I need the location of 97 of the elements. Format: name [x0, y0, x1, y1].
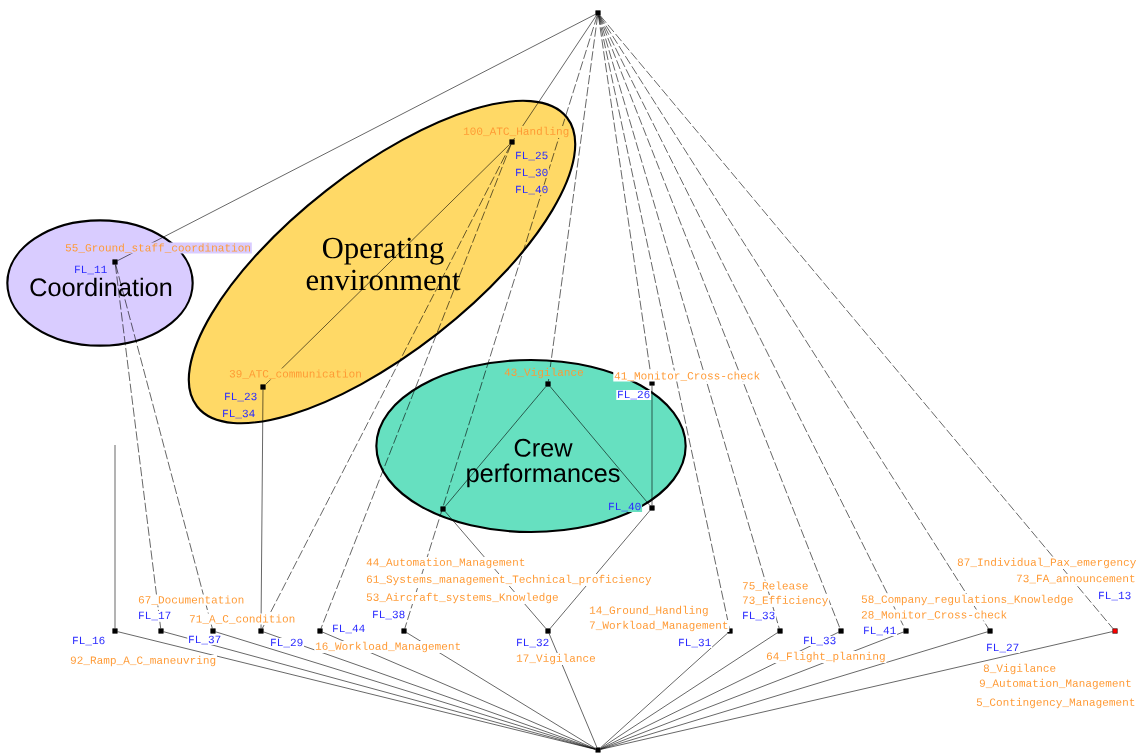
connector-line: [600, 631, 1113, 750]
point-label: 9_Automation_Management: [978, 678, 1133, 690]
point-label: FL_31: [677, 637, 713, 649]
point-marker: [1112, 628, 1118, 634]
point-label: FL_16: [71, 635, 107, 647]
point-label: FL_40: [514, 184, 550, 196]
point-marker: [210, 628, 216, 634]
point-label: 39_ATC_communication: [228, 368, 363, 380]
connector-line: [651, 385, 653, 506]
point-marker: [545, 628, 551, 634]
point-label: FL_40: [607, 501, 643, 513]
point-label: 58_Company_regulations_Knowledge: [860, 594, 1075, 606]
point-label: 73_FA_announcement: [1015, 573, 1137, 585]
connector-line: [322, 631, 596, 750]
connector-line: [320, 144, 512, 629]
point-label: 100_ATC_Handling: [462, 126, 571, 138]
connector-line: [406, 632, 596, 749]
connector-line: [599, 15, 905, 629]
point-label: 64_Flight_planning: [765, 651, 887, 663]
point-label: FL_33: [741, 610, 777, 622]
point-marker: [258, 628, 264, 634]
point-marker: [112, 628, 118, 634]
point-label: FL_26: [616, 389, 652, 401]
point-marker: [112, 259, 118, 265]
connector-line: [548, 633, 598, 748]
connector-line: [598, 15, 841, 629]
point-label: FL_33: [802, 635, 838, 647]
point-label: FL_27: [985, 642, 1021, 654]
point-marker: [440, 506, 446, 512]
point-marker: [317, 628, 323, 634]
point-label: 55_Ground_staff_coordination: [64, 242, 252, 254]
connector-line: [548, 15, 598, 382]
connector-line: [260, 389, 264, 629]
point-marker: [401, 628, 407, 634]
connector-line: [598, 15, 730, 629]
point-label: 87_Individual_Pax_emergency: [956, 557, 1138, 569]
point-label: FL_13: [1097, 590, 1133, 602]
point-label: FL_44: [331, 623, 367, 635]
point-label: FL_29: [269, 637, 305, 649]
connector-line: [404, 15, 598, 629]
point-label: 28_Monitor_Cross-check: [860, 609, 1008, 621]
connector-line: [115, 264, 161, 629]
point-label: FL_37: [187, 634, 223, 646]
point-marker: [509, 139, 515, 145]
connector-line: [444, 386, 547, 507]
point-label: 43_Vigilance: [503, 367, 585, 379]
connector-line: [115, 264, 213, 629]
connector-line: [262, 144, 511, 629]
point-label: FL_25: [514, 150, 550, 162]
point-label: 67_Documentation: [137, 594, 246, 606]
point-label: FL_34: [221, 408, 257, 420]
point-marker: [987, 628, 993, 634]
point-label: FL_17: [137, 610, 173, 622]
point-marker: [158, 628, 164, 634]
point-marker: [595, 10, 601, 16]
point-marker: [595, 747, 601, 753]
point-label: FL_41: [862, 625, 898, 637]
point-marker: [777, 628, 783, 634]
point-label: 7_Workload_Management: [588, 620, 730, 632]
point-label: 14_Ground_Handling: [588, 605, 710, 617]
connector-line: [549, 386, 651, 506]
point-label: 53_Aircraft_systems_Knowledge: [365, 592, 560, 604]
point-label: 71_A_C_condition: [188, 613, 297, 625]
point-label: 73_Efficiency: [741, 595, 830, 607]
point-label: 92_Ramp_A_C_maneuvring: [69, 655, 217, 667]
connector-line: [600, 631, 988, 750]
connector-line: [599, 15, 989, 629]
connector-line: [598, 15, 780, 629]
point-marker: [260, 384, 266, 390]
connector-line: [117, 14, 596, 261]
point-label: 16_Workload_Management: [314, 641, 462, 653]
point-label: 5_Contingency_Management: [975, 697, 1137, 709]
connector-line: [600, 633, 728, 748]
point-label: 8_Vigilance: [982, 663, 1057, 675]
point-label: 44_Automation_Management: [365, 557, 527, 569]
point-marker: [903, 628, 909, 634]
point-label: 75_Release: [741, 580, 810, 592]
point-label: FL_32: [515, 637, 551, 649]
point-label: 41_Monitor_Cross-check: [613, 370, 761, 382]
connector-line: [513, 15, 597, 140]
point-label: FL_11: [73, 264, 109, 276]
point-label: 61_Systems_management_Technical_proficiency: [365, 574, 653, 586]
point-label: FL_23: [223, 391, 259, 403]
point-marker: [838, 628, 844, 634]
connector-line: [114, 444, 116, 629]
point-marker: [649, 380, 655, 386]
connector-line: [600, 632, 778, 749]
point-label: FL_38: [371, 609, 407, 621]
point-label: 17_Vigilance: [515, 653, 597, 665]
connector-line: [600, 631, 904, 750]
connector-line: [549, 510, 651, 629]
point-label: FL_30: [514, 167, 550, 179]
point-marker: [545, 381, 551, 387]
point-marker: [649, 505, 655, 511]
point-marker: [727, 628, 733, 634]
connector-line: [265, 144, 510, 385]
connector-line: [599, 15, 1114, 629]
